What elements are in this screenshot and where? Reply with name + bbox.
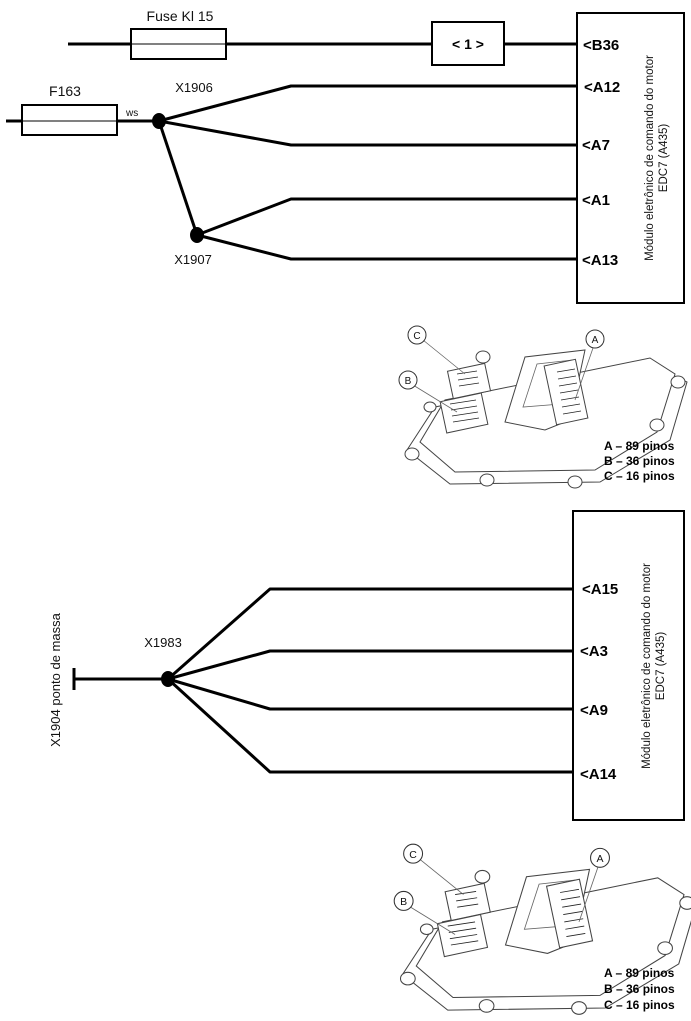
top-circuit: Fuse Kl 15 < 1 > F163 ws X1906 X1907 <B3… (6, 8, 685, 304)
wire-to-a1 (196, 197, 577, 237)
wire-color-label: ws (125, 108, 138, 119)
wire-to-a14 (166, 677, 573, 774)
pin-a14: <A14 (580, 766, 617, 783)
connector-c-pins (456, 370, 480, 387)
legend-a: A – 89 pinos (604, 439, 675, 453)
connector-c-pins (455, 891, 479, 908)
module-title-bottom-line2: EDC7 (A435) (655, 632, 667, 701)
callout-b-circle (398, 370, 418, 390)
callout-c: C (413, 331, 420, 342)
ecu-mounting-lugs (404, 350, 686, 489)
splice-x1907-node (190, 227, 204, 243)
fuse-f163-label: F163 (49, 83, 81, 99)
legend-c: C – 16 pinos (604, 998, 675, 1012)
ecu-module-top (576, 12, 685, 304)
callout-b-circle (393, 890, 414, 911)
wire-to-a3 (167, 649, 573, 681)
splice-x1906-node (152, 113, 166, 129)
callout-b: B (405, 376, 412, 387)
fuse-kl15-label: Fuse Kl 15 (147, 8, 214, 24)
connector-b (436, 913, 489, 958)
connector-b-pins (447, 921, 479, 946)
callout-a-circle (585, 329, 605, 349)
wire-x1906-to-x1907 (157, 120, 199, 236)
callout-b: B (400, 896, 407, 908)
module-title-bottom-line1: Módulo eletrônico de comando do motor (641, 563, 653, 769)
legend-a: A – 89 pinos (604, 966, 675, 980)
splice-x1907-label: X1907 (174, 252, 212, 267)
pin-b36: <B36 (583, 37, 619, 54)
module-title-top-line1: Módulo eletrônico de comando do motor (644, 55, 656, 261)
relay-label: < 1 > (452, 36, 484, 52)
wire-to-a13 (196, 233, 577, 261)
legend-b: B – 36 pinos (604, 454, 675, 468)
ecu-connector-illustration-bottom: C B A (393, 843, 691, 1015)
callout-a-circle (590, 847, 610, 868)
pin-a12: <A12 (584, 79, 620, 96)
ground-label: X1904 ponto de massa (48, 612, 63, 746)
splice-x1983-label: X1983 (144, 635, 182, 650)
connector-legend-bottom: A – 89 pinos B – 36 pinos C – 16 pinos (604, 966, 675, 1012)
pin-a3: <A3 (580, 643, 608, 660)
wire-to-a7 (158, 119, 577, 147)
wire-to-a15 (167, 587, 573, 681)
pin-a13: <A13 (582, 252, 618, 269)
callout-c-circle (407, 325, 427, 345)
module-title-top-line2: EDC7 (A435) (658, 124, 670, 193)
callout-a: A (596, 853, 603, 865)
callout-c: C (409, 849, 417, 861)
connector-a-pins (556, 368, 582, 415)
pin-a9: <A9 (580, 702, 608, 719)
pin-a15: <A15 (582, 581, 618, 598)
connector-a-pins (560, 888, 586, 938)
fuse-f163 (21, 104, 118, 136)
splice-x1983-node (161, 671, 175, 687)
wire-to-a12 (158, 84, 577, 123)
ecu-mounting-lugs (399, 869, 691, 1015)
callout-a: A (592, 335, 599, 346)
pin-a1: <A1 (582, 192, 610, 209)
ecu-connector-illustration-top: C B A (398, 325, 688, 489)
wire-to-a9 (167, 677, 573, 711)
legend-b: B – 36 pinos (604, 982, 675, 996)
callout-c-circle (403, 843, 424, 864)
splice-x1906-label: X1906 (175, 80, 213, 95)
relay-box (431, 21, 505, 66)
pin-a7: <A7 (582, 137, 610, 154)
connector-b (439, 392, 489, 434)
legend-c: C – 16 pinos (604, 469, 675, 483)
bottom-circuit: X1904 ponto de massa X1983 <A15 <A3 <A9 … (48, 510, 685, 821)
connector-b-pins (449, 399, 480, 423)
ecu-module-bottom (572, 510, 685, 821)
connector-legend-top: A – 89 pinos B – 36 pinos C – 16 pinos (604, 439, 675, 483)
